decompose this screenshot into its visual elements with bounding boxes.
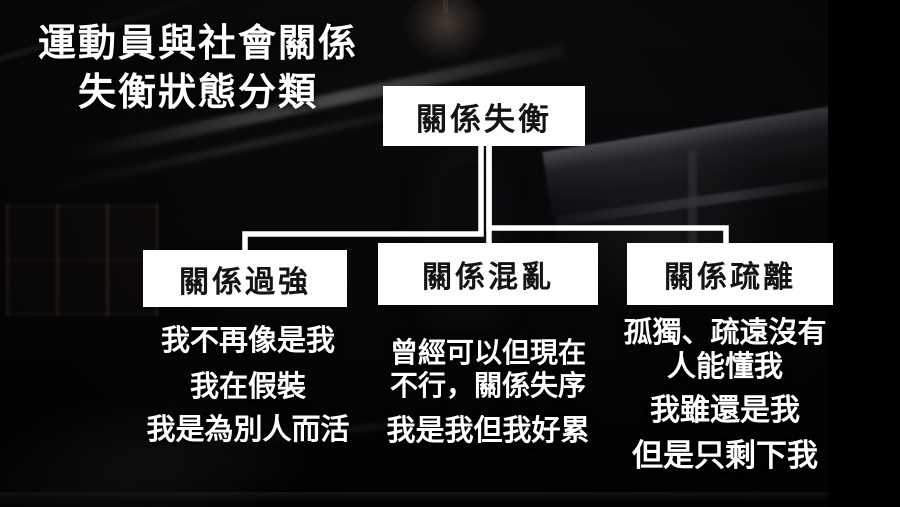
root-node: 關係失衡 bbox=[383, 86, 585, 146]
note-line: 不行，關係失序 bbox=[389, 370, 586, 401]
note-line: 我是為別人而活 bbox=[146, 414, 350, 446]
note-line: 我在假裝 bbox=[189, 371, 306, 403]
branch-node-too-strong: 關係過強 bbox=[143, 250, 347, 307]
note-line: 但是只剩下我 bbox=[632, 438, 818, 473]
page-title: 運動員與社會關係 失衡狀態分類 bbox=[12, 20, 384, 118]
branch-node-alienated: 關係疏離 bbox=[627, 243, 833, 305]
connector-left bbox=[242, 146, 484, 252]
connector-right bbox=[486, 146, 729, 245]
note-line: 孤獨、疏遠沒有 bbox=[623, 317, 827, 349]
page-title-line2: 失衡狀態分類 bbox=[77, 72, 318, 114]
note-line: 人能懂我 bbox=[666, 351, 783, 383]
branch-notes-chaotic: 曾經可以但現在 不行，關係失序 我是我但我好累 bbox=[366, 336, 610, 448]
note-line: 我雖還是我 bbox=[650, 394, 800, 427]
note-line: 我不再像是我 bbox=[160, 325, 335, 357]
branch-notes-too-strong: 我不再像是我 我在假裝 我是為別人而活 bbox=[125, 322, 371, 449]
branch-node-chaotic: 關係混亂 bbox=[378, 243, 598, 305]
page-title-line1: 運動員與社會關係 bbox=[37, 23, 358, 65]
note-line: 曾經可以但現在 bbox=[389, 337, 586, 368]
branch-notes-alienated: 孤獨、疏遠沒有 人能懂我 我雖還是我 但是只剩下我 bbox=[606, 316, 844, 473]
note-line: 我是我但我好累 bbox=[386, 415, 590, 447]
